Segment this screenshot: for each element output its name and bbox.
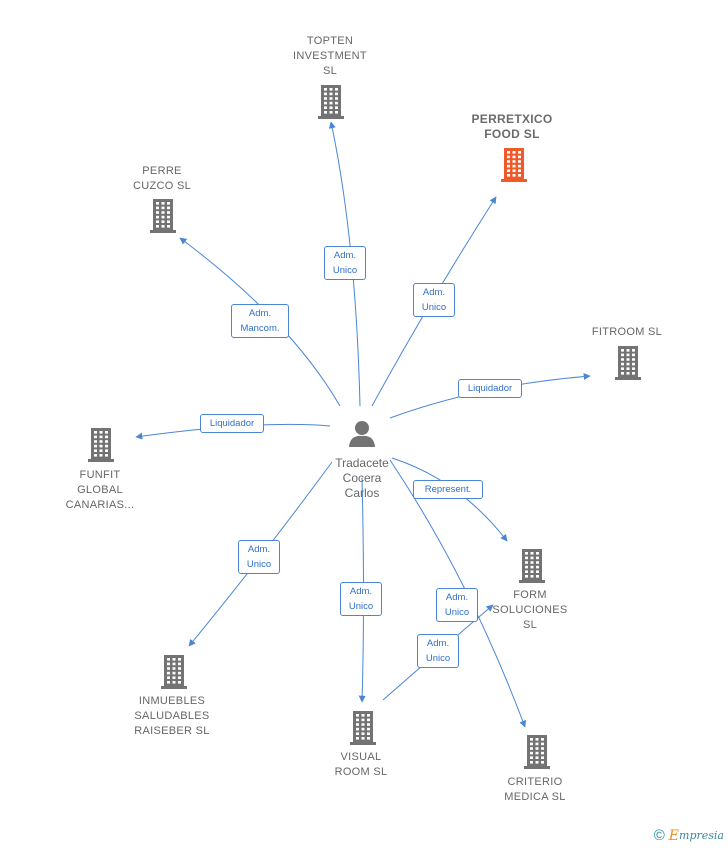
company-label-visual[interactable]: VISUAL ROOM SL <box>334 751 388 778</box>
copyright-icon: © <box>653 827 665 844</box>
brand-initial: E <box>668 827 680 844</box>
building-icon-criterio[interactable] <box>524 735 550 769</box>
edge-criterio <box>389 459 527 728</box>
edge-label-inmuebles: Adm. Unico <box>238 540 280 574</box>
company-label-inmuebles[interactable]: INMUEBLES SALUDABLES RAISEBER SL <box>134 695 210 737</box>
building-icon-fitroom[interactable] <box>615 346 641 380</box>
company-label-perrecuzco[interactable]: PERRE CUZCO SL <box>132 165 192 192</box>
edge-label-form: Represent. <box>413 479 483 499</box>
company-label-funfit[interactable]: FUNFIT GLOBAL CANARIAS... <box>65 469 135 511</box>
edge-label-funfit: Liquidador <box>200 413 264 433</box>
building-icon-perrecuzco[interactable] <box>150 199 176 233</box>
company-label-form[interactable]: FORM SOLUCIONES SL <box>492 589 568 631</box>
edge-label-fitroom: Liquidador <box>458 378 522 398</box>
company-label-fitroom[interactable]: FITROOM SL <box>591 326 663 338</box>
edge-label-criterio: Adm. Unico <box>436 588 478 622</box>
edge-label-topten: Adm. Unico <box>324 246 366 280</box>
person-icon[interactable] <box>349 421 375 447</box>
company-label-perretxico[interactable]: PERRETXICO FOOD SL <box>471 112 553 141</box>
person-label[interactable]: Tradacete Cocera Carlos <box>335 456 389 500</box>
building-icon-perretxico[interactable] <box>501 148 527 182</box>
edge-label-visual: Adm. Unico <box>340 582 382 616</box>
building-icon-topten[interactable] <box>318 85 344 119</box>
building-icon-inmuebles[interactable] <box>161 655 187 689</box>
building-icon-visual[interactable] <box>350 711 376 745</box>
edge-label-perrecuzco: Adm. Mancom. <box>231 304 289 338</box>
company-label-criterio[interactable]: CRITERIO MEDICA SL <box>504 776 566 803</box>
brand-name: mpresia <box>679 829 724 842</box>
building-icon-form[interactable] <box>519 549 545 583</box>
edge-label-visual-form: Adm. Unico <box>417 634 459 668</box>
edge-label-perretxico: Adm. Unico <box>413 283 455 317</box>
building-icon-funfit[interactable] <box>88 428 114 462</box>
edge-form <box>391 457 508 542</box>
company-label-topten[interactable]: TOPTEN INVESTMENT SL <box>293 35 367 77</box>
